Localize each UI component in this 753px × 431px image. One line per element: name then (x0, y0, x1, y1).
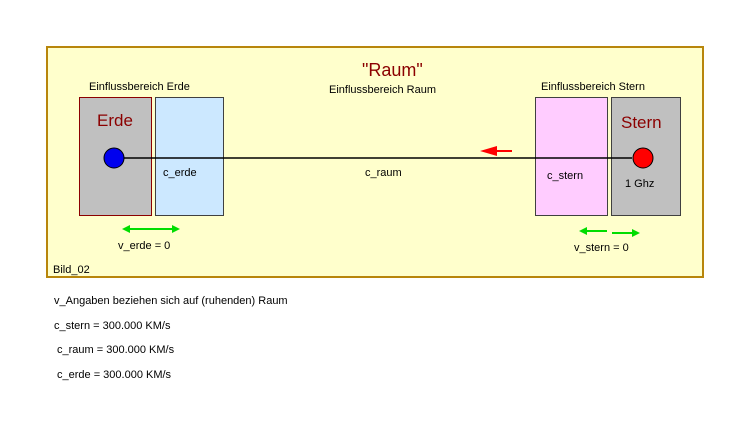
erde-title: Erde (97, 111, 133, 130)
v-erde-label: v_erde = 0 (118, 240, 171, 252)
c-erde-label: c_erde (163, 167, 197, 179)
c-erde-note: c_erde = 300.000 KM/s (57, 369, 172, 381)
reference-note: v_Angaben beziehen sich auf (ruhenden) R… (54, 295, 288, 307)
stern-velocity-arrow-icon (579, 227, 640, 237)
erde-influence-box (155, 97, 224, 216)
diagram-subtitle: Einflussbereich Raum (329, 84, 436, 96)
erde-region-label: Einflussbereich Erde (89, 81, 190, 93)
c-stern-label: c_stern (547, 170, 584, 182)
c-raum-label: c_raum (365, 167, 402, 179)
c-raum-note: c_raum = 300.000 KM/s (57, 344, 175, 356)
v-stern-label: v_stern = 0 (574, 242, 629, 254)
stern-dot (632, 147, 654, 169)
c-stern-note: c_stern = 300.000 KM/s (54, 320, 171, 332)
figure-label: Bild_02 (53, 264, 90, 276)
stern-region-label: Einflussbereich Stern (541, 81, 645, 93)
signal-arrow-icon (480, 146, 512, 156)
stern-frequency: 1 Ghz (625, 178, 655, 190)
diagram-title: "Raum" (362, 60, 423, 80)
stern-title: Stern (621, 113, 662, 132)
stern-influence-box (535, 97, 608, 216)
erde-dot (103, 147, 125, 169)
